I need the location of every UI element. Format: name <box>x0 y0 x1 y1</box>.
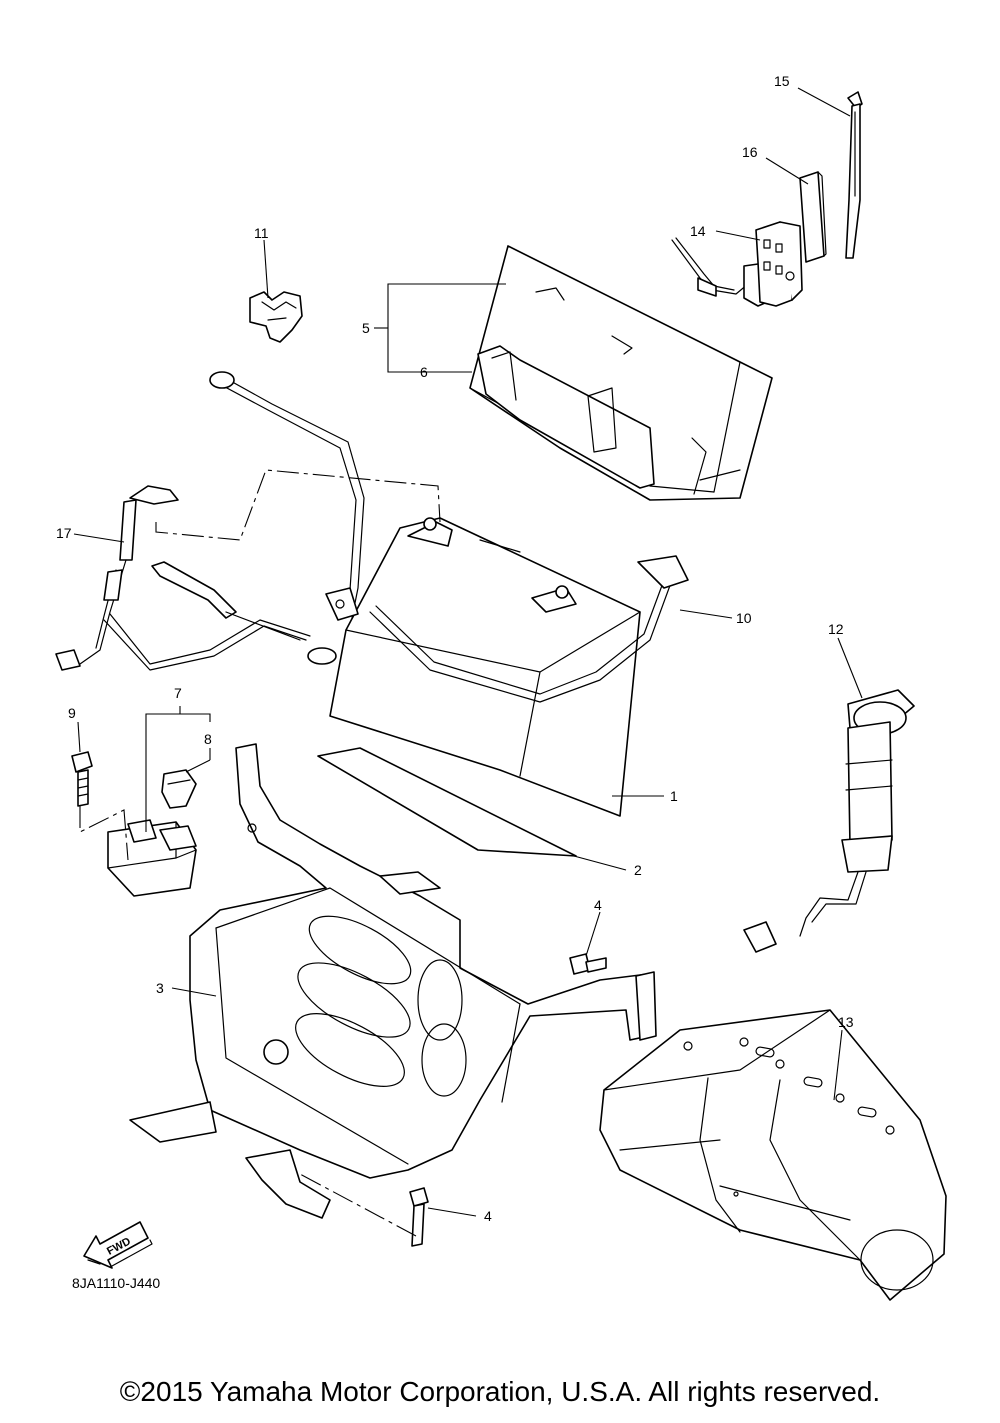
battery-lead-part-10 <box>209 371 689 703</box>
fuse-part-8 <box>161 769 197 809</box>
callout-8: 8 <box>204 731 212 747</box>
callout-6: 6 <box>420 364 428 380</box>
callout-2: 2 <box>634 862 642 878</box>
callout-4-upper: 4 <box>594 897 602 913</box>
callout-5: 5 <box>362 320 370 336</box>
callout-9: 9 <box>68 705 76 721</box>
bracket-part-3 <box>129 743 657 1219</box>
battery-part-1 <box>329 517 641 817</box>
pad-part-16 <box>799 171 827 263</box>
callout-4-lower: 4 <box>484 1208 492 1224</box>
bolt-part-4-lower <box>409 1187 429 1247</box>
fwd-arrow-icon: FWD <box>83 1221 153 1269</box>
callout-labels: 15 16 14 11 5 6 17 10 12 7 9 8 1 2 4 3 1… <box>56 73 854 1224</box>
callout-1: 1 <box>670 788 678 804</box>
callout-3: 3 <box>156 980 164 996</box>
diagram-code: 8JA1110-J440 <box>72 1275 160 1291</box>
cover-strap-part-6 <box>477 345 655 489</box>
callout-13: 13 <box>838 1014 854 1030</box>
callout-15: 15 <box>774 73 790 89</box>
clip-part-11 <box>249 291 303 343</box>
callout-10: 10 <box>736 610 752 626</box>
relay-part-7 <box>107 819 197 897</box>
bolt-part-9 <box>71 751 93 807</box>
bolt-part-4-upper <box>569 953 607 975</box>
assembly-lines <box>79 469 441 1237</box>
cable-tie-part-15 <box>845 91 863 259</box>
callout-12: 12 <box>828 621 844 637</box>
battery-cover-part-5 <box>469 245 773 501</box>
switch-part-14 <box>671 221 803 307</box>
copyright-notice: ©2015 Yamaha Motor Corporation, U.S.A. A… <box>119 1376 881 1407</box>
leader-lines <box>73 87 863 1217</box>
callout-17: 17 <box>56 525 72 541</box>
socket-part-12 <box>743 689 915 953</box>
callout-7: 7 <box>174 685 182 701</box>
harness-part-17 <box>55 485 337 671</box>
heat-guard-part-13 <box>599 1009 947 1301</box>
callout-11: 11 <box>254 225 269 241</box>
callout-14: 14 <box>690 223 706 239</box>
callout-16: 16 <box>742 144 758 160</box>
